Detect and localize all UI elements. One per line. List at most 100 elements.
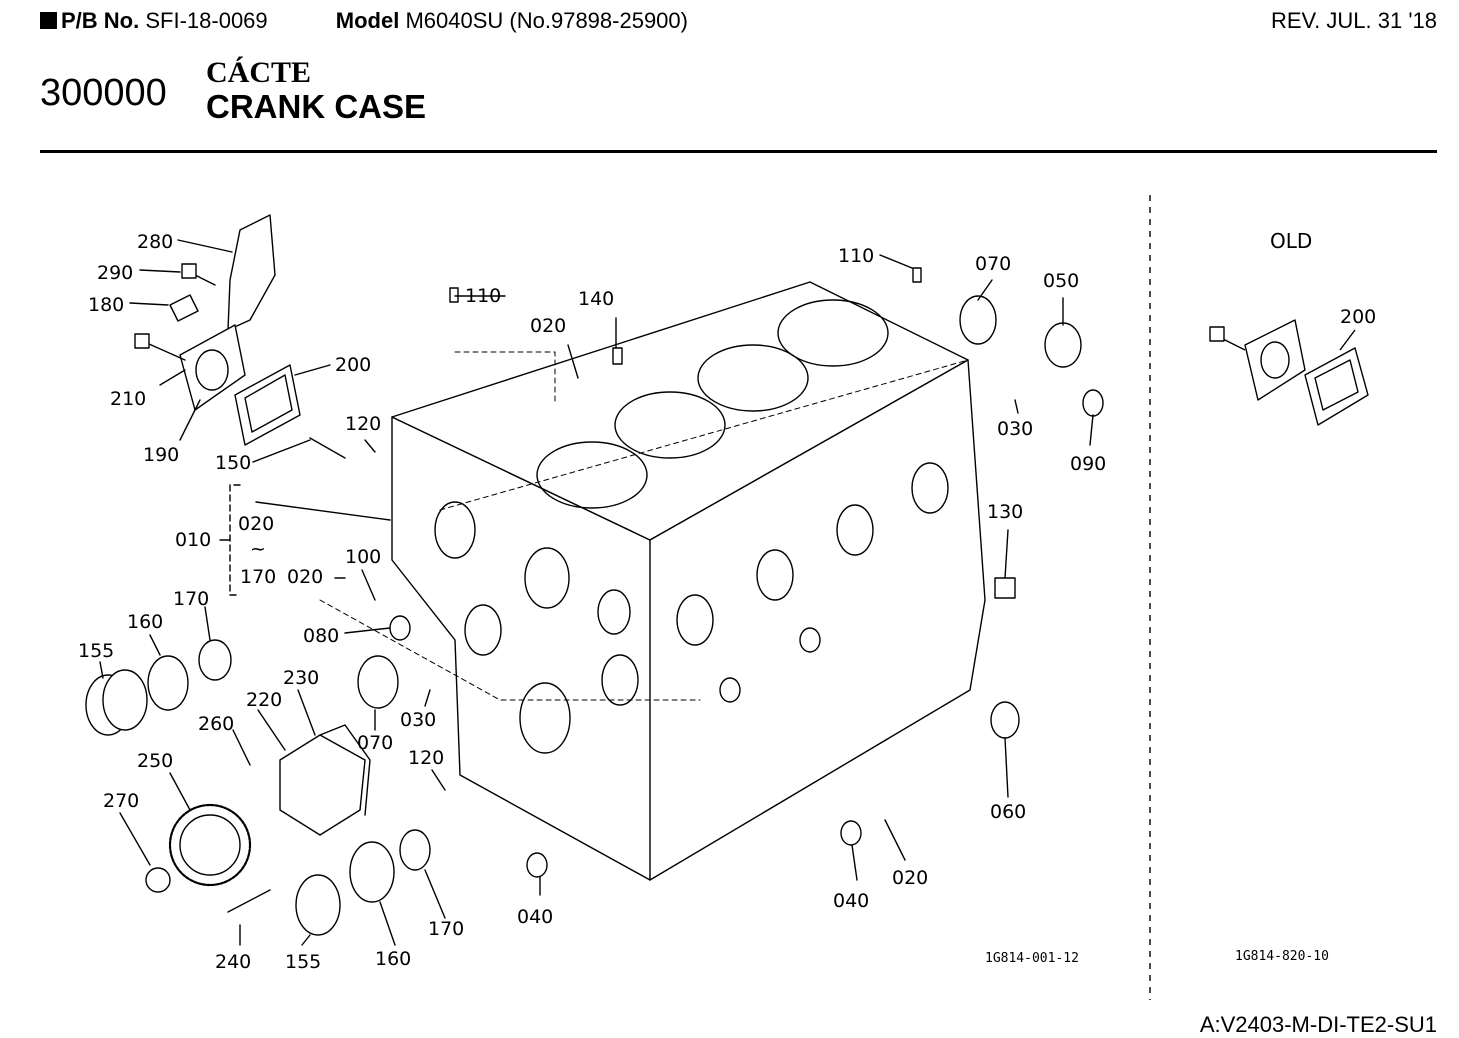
- seal-070-left: [357, 655, 399, 709]
- header-rule: [40, 150, 1437, 153]
- part-label: 240: [215, 951, 251, 973]
- part-label: 040: [517, 906, 553, 928]
- part-label: 140: [578, 288, 614, 310]
- front-hole-2: [524, 547, 570, 609]
- part-label: 060: [990, 801, 1026, 823]
- part-label: 155: [285, 951, 321, 973]
- part-label: 280: [137, 231, 173, 253]
- bushing-170-rear: [399, 829, 431, 871]
- old-part-label: 200: [1340, 306, 1376, 328]
- model-number: M6040SU (No.97898-25900): [405, 8, 688, 33]
- old-label: OLD: [1270, 229, 1312, 253]
- part-label: 160: [127, 611, 163, 633]
- cylinder-bore-4: [777, 299, 889, 367]
- flange-190: [179, 324, 246, 411]
- plug-040-left: [526, 852, 548, 878]
- section-title-local: CÁCTE: [206, 56, 312, 89]
- part-label: 010: [175, 529, 211, 551]
- gasket-200: [234, 364, 301, 446]
- plug-180: [169, 294, 199, 322]
- bolt-240: [227, 889, 271, 913]
- pin-130: [994, 577, 1016, 599]
- cylinder-bore-3: [697, 344, 809, 412]
- part-label: 160: [375, 948, 411, 970]
- header-info: P/B No. SFI-18-0069 Model M6040SU (No.97…: [40, 8, 688, 34]
- section-number: 300000: [40, 72, 167, 114]
- part-label: 030: [997, 418, 1033, 440]
- front-hole-4: [597, 589, 631, 635]
- bushing-170-front: [198, 639, 232, 681]
- part-label: 100: [345, 546, 381, 568]
- part-label: 250: [137, 750, 173, 772]
- part-label: 155: [78, 640, 114, 662]
- part-label: 020: [892, 867, 928, 889]
- part-label: 130: [987, 501, 1023, 523]
- part-label: 050: [1043, 270, 1079, 292]
- part-label: 260: [198, 713, 234, 735]
- part-label: 170: [173, 588, 209, 610]
- plug-050: [1044, 322, 1082, 368]
- part-label: 270: [103, 790, 139, 812]
- part-label: 110: [838, 245, 874, 267]
- front-hole-5: [519, 682, 571, 754]
- pin-110-right: [912, 267, 922, 283]
- part-label: 080: [303, 625, 339, 647]
- part-label: 020: [287, 566, 323, 588]
- oil-pump-220: [279, 734, 366, 836]
- collar-080: [389, 615, 411, 641]
- part-label: 290: [97, 262, 133, 284]
- part-label: 120: [408, 747, 444, 769]
- part-label: 210: [110, 388, 146, 410]
- cylinder-bore-1: [536, 441, 648, 509]
- part-label: 020: [530, 315, 566, 337]
- revision-date: REV. JUL. 31 '18: [1270, 8, 1437, 33]
- old-gasket: [1304, 347, 1369, 426]
- model-label: Model: [335, 8, 400, 33]
- part-label: 110: [465, 285, 501, 307]
- part-label: 230: [283, 667, 319, 689]
- part-label: 040: [833, 890, 869, 912]
- front-hole-1: [434, 501, 476, 559]
- bearing-155-rear: [295, 874, 341, 936]
- old-flange: [1244, 319, 1306, 401]
- bearing-160-rear: [349, 841, 395, 903]
- pin-110-left: [449, 287, 459, 303]
- seal-070-top: [959, 295, 997, 345]
- bullet-square-icon: [40, 12, 57, 29]
- stud-150: [309, 437, 346, 459]
- front-hole-3: [464, 604, 502, 656]
- part-label: ~: [250, 538, 266, 560]
- part-label: 170: [240, 566, 276, 588]
- part-label: 120: [345, 413, 381, 435]
- part-label: 070: [357, 732, 393, 754]
- gasket-230: [319, 724, 371, 816]
- old-drawing-code: 1G814-820-10: [1235, 949, 1329, 964]
- part-label: 030: [400, 709, 436, 731]
- part-label: 170: [428, 918, 464, 940]
- part-label: 090: [1070, 453, 1106, 475]
- part-label: 180: [88, 294, 124, 316]
- part-label: 220: [246, 689, 282, 711]
- part-label: 200: [335, 354, 371, 376]
- footer-code: A:V2403-M-DI-TE2-SU1: [1199, 1012, 1437, 1037]
- pb-label: P/B No.: [61, 8, 140, 33]
- front-hole-6: [601, 654, 639, 706]
- seal-090: [1082, 389, 1104, 417]
- drawing-code: 1G814-001-12: [985, 951, 1079, 966]
- cylinder-bore-2: [614, 391, 726, 459]
- part-label: 190: [143, 444, 179, 466]
- pb-number: SFI-18-0069: [145, 8, 268, 33]
- pin-140: [612, 347, 623, 365]
- part-label: 020: [238, 513, 274, 535]
- part-label: 150: [215, 452, 251, 474]
- crank-case-side: [649, 359, 986, 881]
- bearing-160-front: [147, 655, 189, 711]
- seal-060: [990, 701, 1020, 739]
- part-label: 070: [975, 253, 1011, 275]
- plug-040-right: [840, 820, 862, 846]
- section-title: CRANK CASE: [206, 88, 427, 125]
- cover-plate-280: [227, 214, 276, 331]
- nut-270: [145, 867, 171, 893]
